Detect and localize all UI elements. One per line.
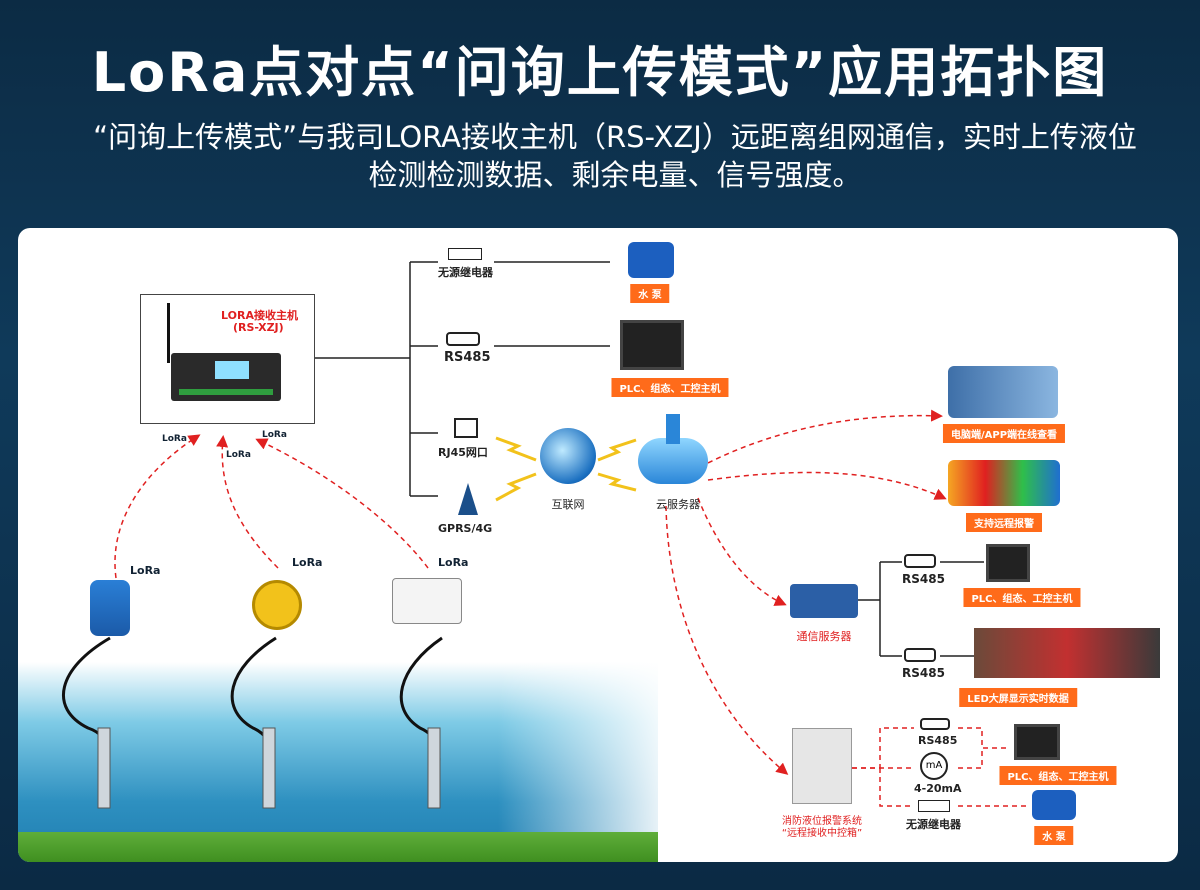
fire-box-image (792, 728, 852, 804)
alarm-icons (948, 460, 1060, 506)
rs485-port-icon (446, 332, 480, 346)
pressure-sensor-image (90, 580, 130, 636)
lora-logo: LoRa (262, 430, 287, 440)
comm-server-label: 通信服务器 (796, 630, 852, 643)
explosion-proof-sensor-image (252, 580, 302, 630)
page-subtitle: “问询上传模式”与我司LORA接收主机（RS-XZJ）远距离组网通信，实时上传液… (93, 120, 1137, 192)
lora-logo: LoRa (292, 556, 323, 569)
grass-image (18, 832, 658, 862)
internet-label: 互联网 (551, 498, 585, 511)
led-tag: LED大屏显示实时数据 (959, 688, 1077, 707)
fire-pump-tag: 水 泵 (1034, 826, 1074, 845)
monitor-image (620, 320, 684, 370)
antenna-icon (167, 303, 170, 363)
monitor-image (986, 544, 1030, 582)
comm-server-image (790, 584, 858, 618)
pump-image (1032, 790, 1076, 820)
connection-lines (62, 261, 1028, 809)
fire-rs485: RS485 (918, 734, 958, 747)
lora-logo: LoRa (130, 564, 161, 577)
pump-tag: 水 泵 (630, 284, 670, 303)
wall-sensor-image (392, 578, 462, 624)
comm-rs485-b: RS485 (902, 666, 945, 680)
ma-icon: mA (920, 752, 948, 780)
rs485-port-icon (904, 554, 936, 568)
relay-label: 无源继电器 (438, 266, 493, 279)
fire-box-label-1: 消防液位报警系统 (782, 816, 862, 827)
comm-rs485-a: RS485 (902, 572, 945, 586)
page-title: LoRa点对点“问询上传模式”应用拓扑图 (91, 41, 1109, 104)
alarm-tag: 支持远程报警 (966, 513, 1042, 532)
cloud-icon (638, 438, 708, 484)
rs485-port-icon (904, 648, 936, 662)
host-device-image (171, 353, 281, 401)
relay-icon (448, 248, 482, 260)
rj45-port-icon (454, 418, 478, 438)
globe-icon (540, 428, 596, 484)
lora-logo: LoRa (438, 556, 469, 569)
plc-tag: PLC、组态、工控主机 (611, 378, 729, 397)
rj45-label: RJ45网口 (438, 446, 488, 459)
cloud-bars-icon (666, 414, 680, 444)
fire-relay: 无源继电器 (906, 818, 961, 831)
led-screen-image (974, 628, 1160, 678)
host-name: LORA接收主机 (221, 309, 298, 322)
lora-logo: LoRa (162, 434, 187, 444)
pump-image (628, 242, 674, 278)
lora-host-box: LORA接收主机 (RS-XZJ) (140, 294, 315, 424)
gprs-label: GPRS/4G (438, 522, 493, 535)
cloud-label: 云服务器 (656, 498, 700, 511)
fire-ma: 4-20mA (914, 782, 962, 795)
monitor-image (1014, 724, 1060, 760)
people-image (948, 366, 1058, 418)
rs485-port-icon (920, 718, 950, 730)
fire-plc-tag: PLC、组态、工控主机 (999, 766, 1117, 785)
pc-app-tag: 电脑端/APP端在线查看 (942, 424, 1066, 443)
fire-box-label-2: “远程接收中控箱” (781, 828, 863, 839)
tower-icon (458, 483, 478, 515)
lora-logo: LoRa (226, 450, 251, 460)
rs485-label: RS485 (444, 350, 491, 365)
relay-icon (918, 800, 950, 812)
diagram-panel: LORA接收主机 (RS-XZJ) LoRa LoRa LoRa 无源继电器 R… (18, 228, 1178, 862)
comm-plc-tag: PLC、组态、工控主机 (963, 588, 1081, 607)
host-model: (RS-XZJ) (233, 321, 284, 334)
